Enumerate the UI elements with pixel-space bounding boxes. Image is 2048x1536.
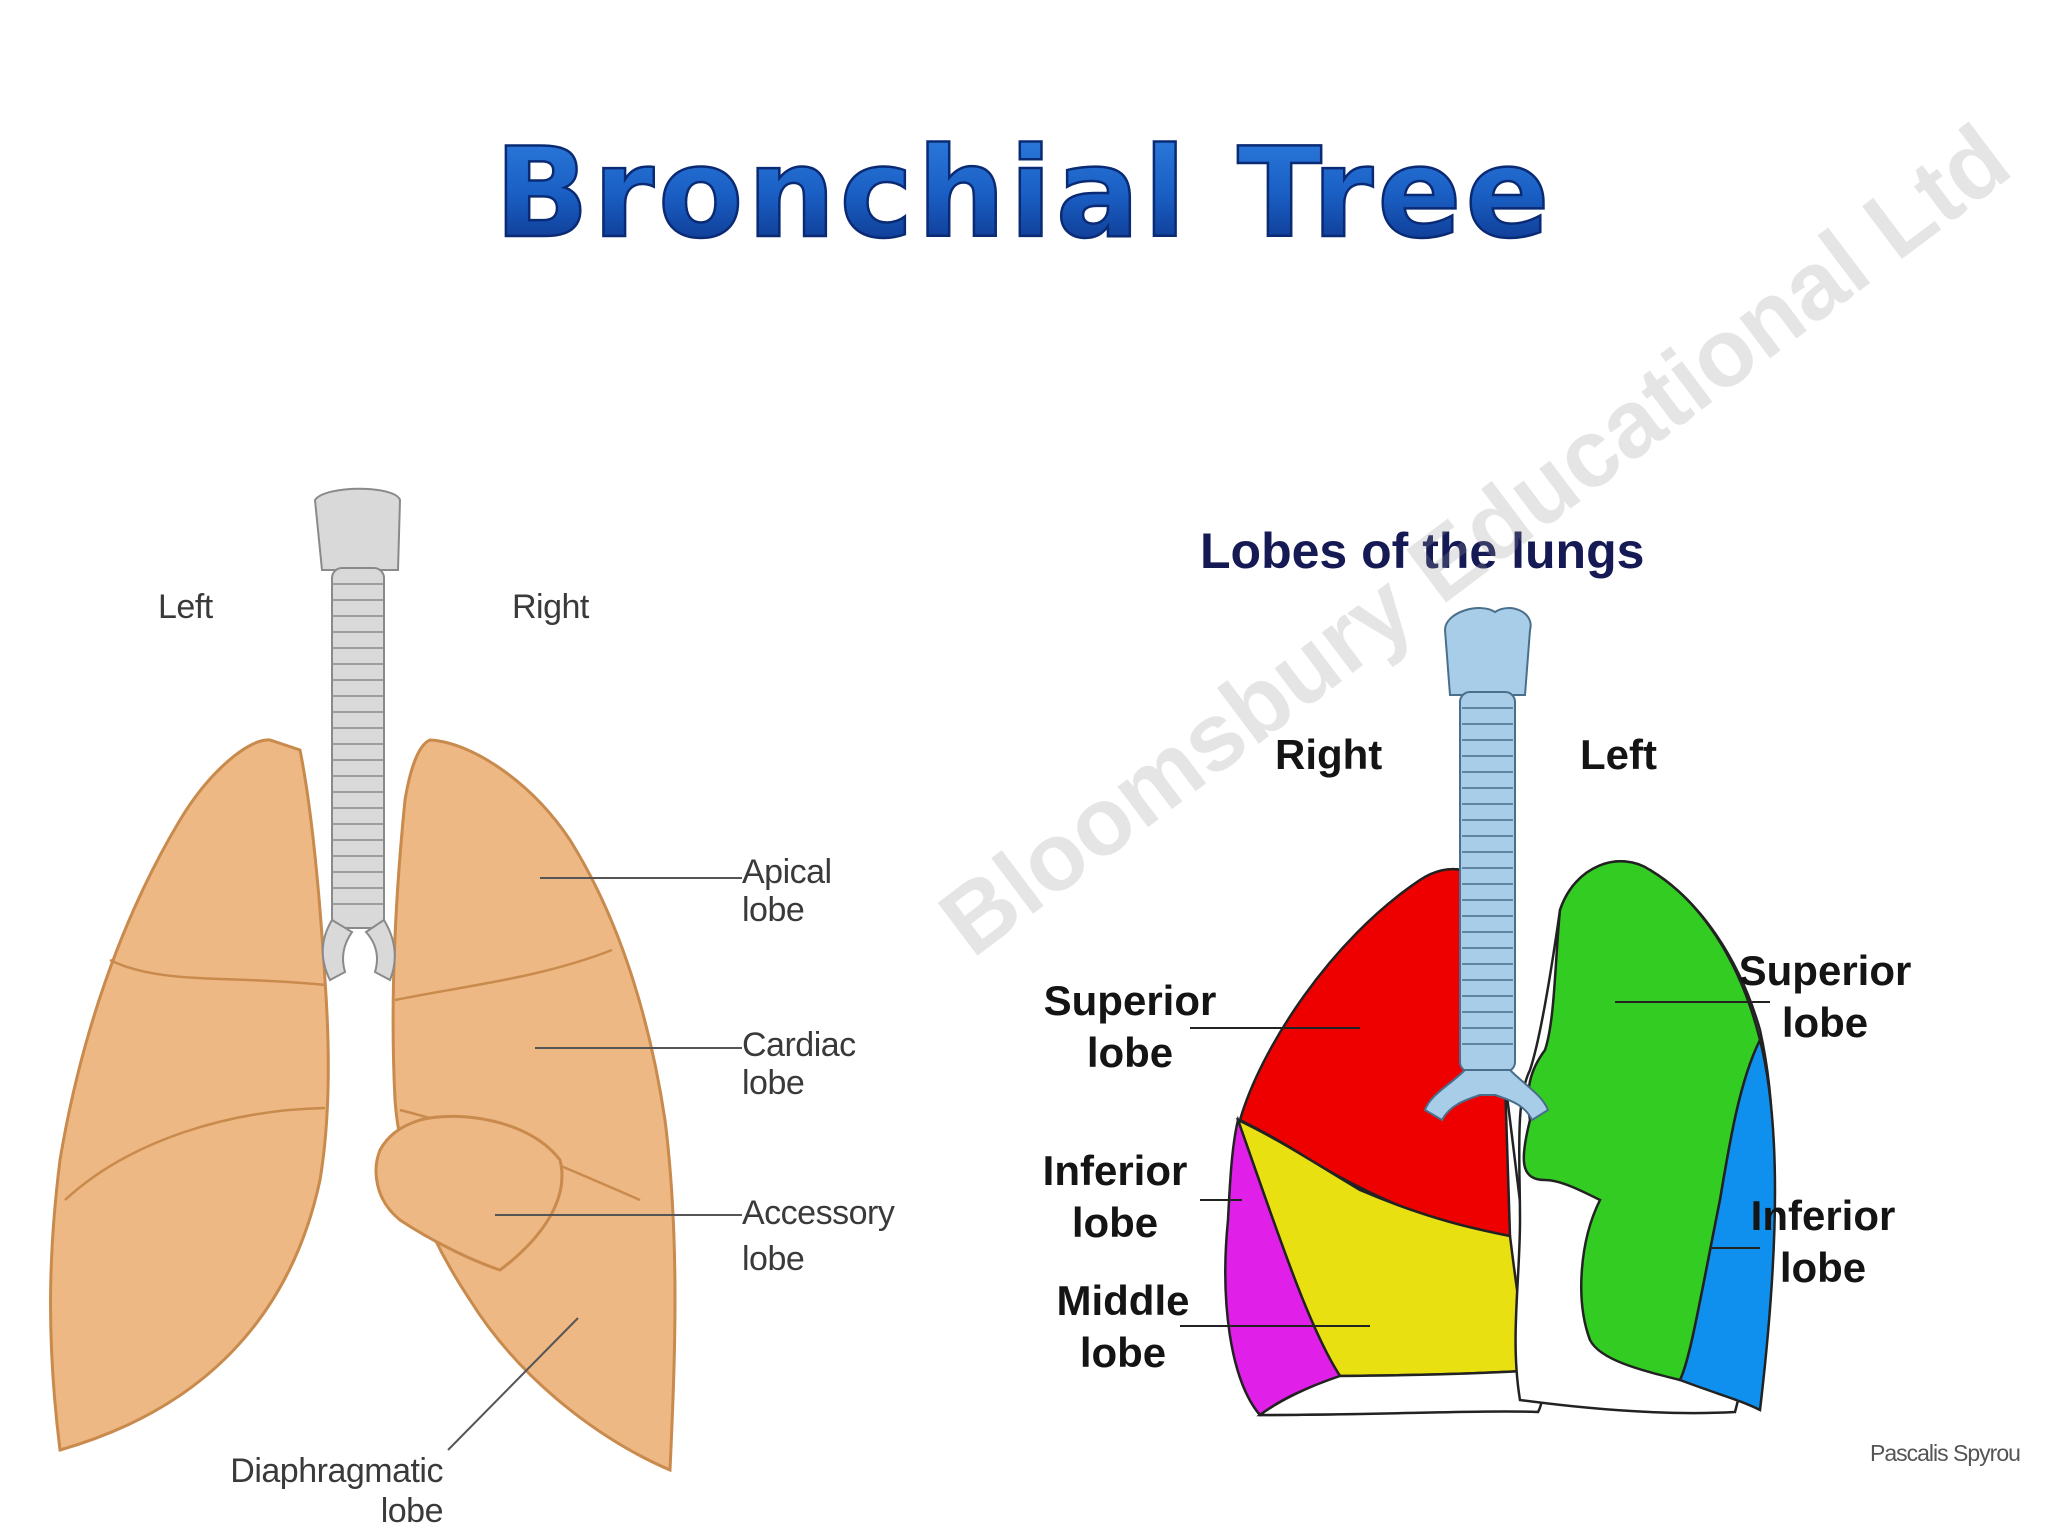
trachea-shape: [313, 487, 402, 982]
left-lung-shape: [49, 738, 330, 1452]
title-text: Bronchial Tree: [494, 122, 1553, 266]
inferior-lobe-left-shape: [1678, 1036, 1777, 1412]
label-left-side: Left: [1580, 731, 1657, 778]
leader-lines-left: [447, 877, 742, 1451]
credit-text: Pascalis Spyrou: [1870, 1440, 2021, 1466]
accessory-lobe-shape: [374, 1114, 564, 1272]
label-left: Left: [158, 588, 213, 626]
lungs-illustration-right: [1180, 607, 1777, 1417]
label-right: Right: [512, 588, 589, 626]
page-title: Bronchial Tree: [0, 118, 2048, 268]
leader-lines-right: [1180, 1001, 1770, 1327]
right-lung-shape: [391, 738, 677, 1473]
lobes-title: Lobes of the lungs: [1200, 523, 1645, 579]
lungs-illustration-left: [49, 487, 742, 1473]
trachea-blue-shape: [1423, 607, 1550, 1122]
label-right-side: Right: [1275, 731, 1383, 778]
